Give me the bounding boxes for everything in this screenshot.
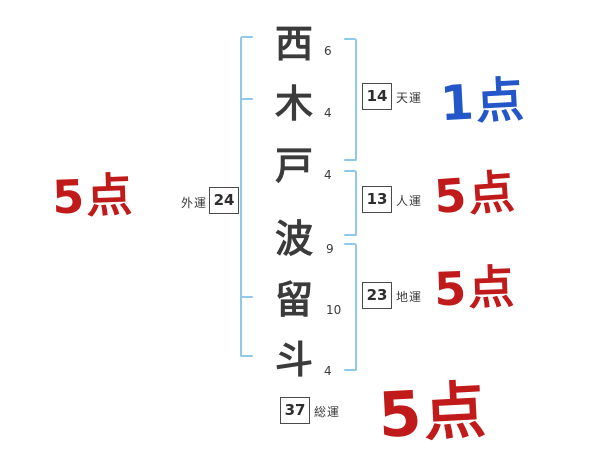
tenun-score: 1点 bbox=[438, 71, 528, 133]
gaiun-label: 外運 bbox=[181, 196, 208, 210]
name-char-4: 波 bbox=[274, 217, 313, 261]
chiun-label: 地運 bbox=[396, 290, 423, 304]
bracket-tick bbox=[344, 243, 356, 245]
jinun-bracket-line bbox=[355, 171, 357, 236]
stroke-count-5: 10 bbox=[326, 303, 342, 317]
bracket-tick bbox=[344, 170, 356, 172]
name-char-6: 斗 bbox=[274, 338, 313, 382]
gaiun-score: 5点 bbox=[51, 167, 136, 225]
bracket-tick bbox=[344, 159, 356, 161]
stroke-count-6: 4 bbox=[324, 364, 332, 378]
soun-score: 5点 bbox=[376, 373, 490, 452]
bracket-tick bbox=[241, 98, 253, 100]
chiun-value-box: 23 bbox=[362, 282, 392, 309]
stroke-count-2: 4 bbox=[324, 106, 332, 120]
tenun-bracket-line bbox=[355, 39, 357, 161]
tenun-value-box: 14 bbox=[362, 83, 392, 110]
jinun-label: 人運 bbox=[396, 194, 423, 208]
gaiun-bracket-line bbox=[240, 37, 242, 357]
bracket-tick bbox=[344, 38, 356, 40]
chiun-score: 5点 bbox=[433, 259, 518, 317]
name-char-3: 戸 bbox=[274, 144, 313, 188]
soun-value-box: 37 bbox=[280, 397, 310, 424]
tenun-label: 天運 bbox=[396, 91, 423, 105]
gaiun-value-box: 24 bbox=[209, 187, 239, 214]
stroke-count-4: 9 bbox=[326, 242, 334, 256]
bracket-tick bbox=[241, 355, 253, 357]
soun-label: 総運 bbox=[314, 405, 341, 419]
bracket-tick bbox=[344, 234, 356, 236]
stroke-count-3: 4 bbox=[324, 168, 332, 182]
jinun-score: 5点 bbox=[432, 164, 519, 224]
bracket-tick bbox=[241, 296, 253, 298]
bracket-tick bbox=[241, 36, 253, 38]
jinun-value-box: 13 bbox=[362, 186, 392, 213]
name-char-1: 西 bbox=[274, 22, 313, 66]
bracket-tick bbox=[344, 369, 356, 371]
stroke-count-1: 6 bbox=[324, 44, 332, 58]
name-char-2: 木 bbox=[274, 82, 313, 126]
name-char-5: 留 bbox=[274, 278, 313, 322]
chiun-bracket-line bbox=[355, 244, 357, 371]
